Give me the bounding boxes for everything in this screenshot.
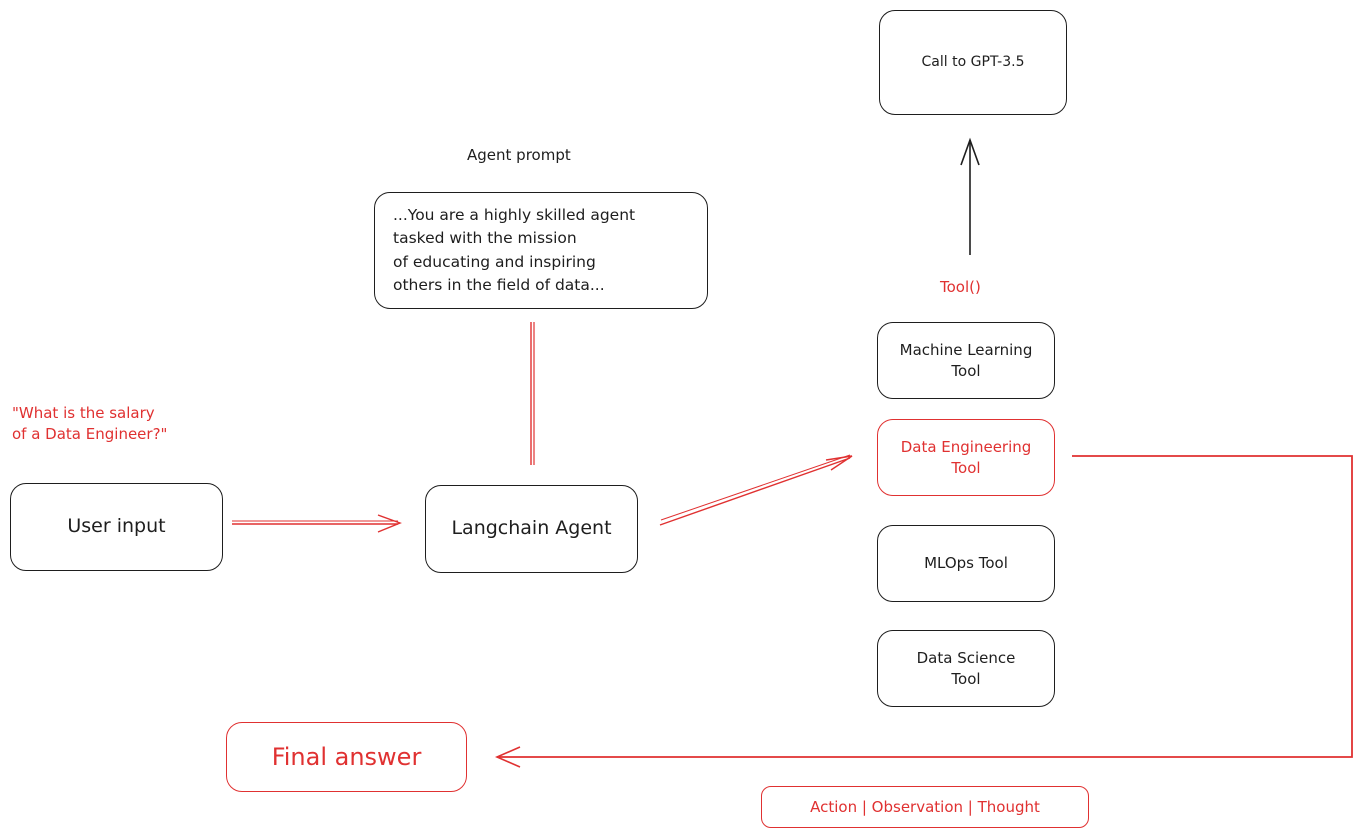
user-input-label: User input [67,515,166,538]
mlops-tool-label: MLOps Tool [924,554,1008,573]
user-input-node: User input [10,483,223,571]
tool-function-label: Tool() [940,278,981,296]
tool-to-final-answer-arrow [497,455,1353,758]
final-answer-node: Final answer [226,722,467,792]
langchain-agent-node: Langchain Agent [425,485,638,573]
gpt-call-label: Call to GPT-3.5 [921,54,1025,71]
agent-prompt-title: Agent prompt [467,146,571,164]
langchain-agent-label: Langchain Agent [451,517,612,540]
ml-tool-node: Machine Learning Tool [877,322,1055,399]
de-tool-label: Data Engineering Tool [900,438,1032,477]
final-answer-label: Final answer [271,742,422,771]
ds-tool-label: Data Science Tool [916,649,1016,688]
de-tool-node: Data Engineering Tool [877,419,1055,496]
mlops-tool-node: MLOps Tool [877,525,1055,602]
gpt-call-node: Call to GPT-3.5 [879,10,1067,115]
loop-label-node: Action | Observation | Thought [761,786,1089,828]
ml-tool-label: Machine Learning Tool [899,341,1033,380]
agent-prompt-body: ...You are a highly skilled agent tasked… [393,206,636,294]
tool-to-gpt-arrowhead [960,137,980,166]
agent-to-tool-arrow [659,457,851,526]
ds-tool-node: Data Science Tool [877,630,1055,707]
loop-label-text: Action | Observation | Thought [810,797,1040,816]
user-question: "What is the salary of a Data Engineer?" [12,404,168,443]
agent-prompt-node: ...You are a highly skilled agent tasked… [374,192,708,309]
